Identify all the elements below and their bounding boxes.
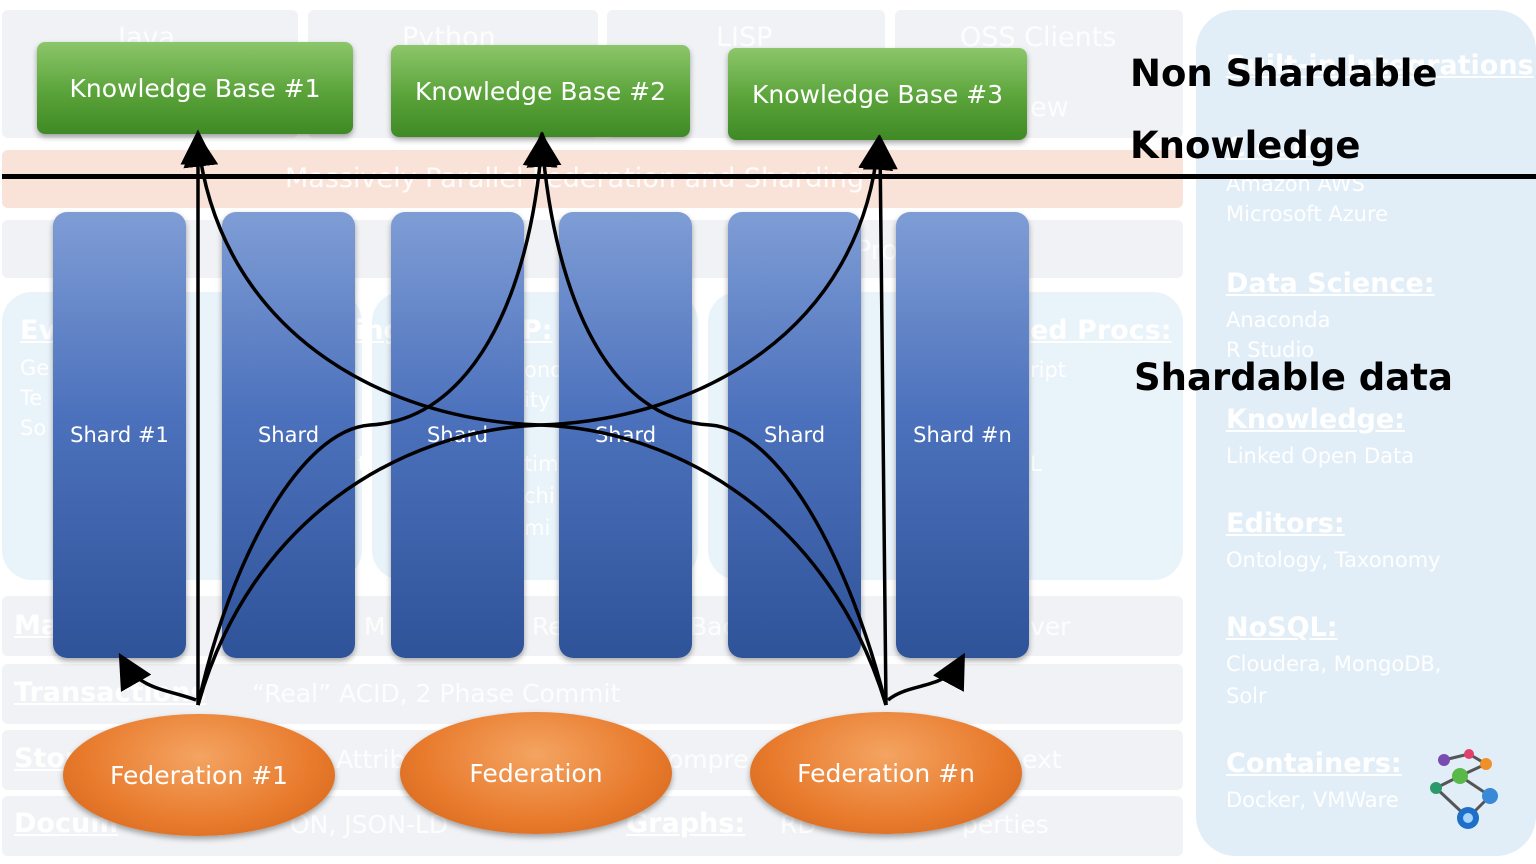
non-shardable-line2: Knowledge	[1130, 124, 1361, 167]
bg-line-10: L	[1030, 452, 1042, 476]
shard-n: Shard #n	[896, 212, 1029, 658]
kn-item-1: Linked Open Data	[1226, 444, 1415, 468]
bg-row3-text: Attrib	[336, 745, 406, 774]
bg-line-1: Ge	[20, 356, 50, 380]
ed-item-1: Ontology, Taxonomy	[1226, 548, 1441, 572]
cont-item-1: Docker, VMWare	[1226, 788, 1399, 812]
arrow-fed1-shard1	[118, 652, 197, 702]
divider-line	[2, 174, 1536, 179]
federation-2: Federation	[400, 712, 672, 834]
bg-line-5: ity	[524, 388, 551, 412]
bg-row3-text2: ompre	[668, 745, 749, 774]
bg-row1-head: Ma	[14, 610, 60, 641]
bg-line-4: ono	[524, 358, 564, 382]
bg-row1-text2: Re	[532, 612, 564, 641]
arrow-fedn-kb3	[862, 134, 898, 706]
shard-5: Shard	[728, 212, 861, 658]
bg-band2-text: Pro	[855, 235, 898, 266]
shardable-data-label: Shardable data	[1134, 356, 1453, 399]
bg-head-1: Ev	[20, 315, 57, 346]
bg-head-3: P:	[522, 315, 553, 346]
shard-1: Shard #1	[53, 212, 186, 658]
shard-3: Shard	[391, 212, 524, 658]
bg-line-6: tim	[524, 452, 559, 476]
ds-item-1: Anaconda	[1226, 308, 1331, 332]
bg-lisp: LISP	[716, 22, 773, 53]
bg-oss: OSS Clients	[960, 22, 1117, 53]
non-shardable-line1: Non Shardable	[1130, 52, 1438, 95]
bg-row3-text3: ext	[1022, 745, 1062, 774]
bg-row4-text: ON, JSON-LD	[290, 810, 449, 839]
ed-head: Editors:	[1226, 508, 1345, 539]
arrow-fedn-shardn	[886, 652, 965, 702]
federation-1: Federation #1	[63, 714, 335, 836]
nosql-head: NoSQL:	[1226, 612, 1338, 643]
ds-head: Data Science:	[1226, 268, 1435, 299]
bg-row4-text2: Graphs:	[626, 808, 746, 839]
bg-line-3: So	[20, 416, 47, 440]
arrow-fedn-kb1	[183, 131, 888, 706]
ds-item-2: R Studio	[1226, 338, 1315, 362]
bg-line-8: mi	[524, 516, 551, 540]
bg-ew: ew	[1030, 92, 1069, 123]
knowledge-base-3: Knowledge Base #3	[728, 48, 1027, 140]
nosql-item-2: Solr	[1226, 684, 1267, 708]
federation-n: Federation #n	[750, 712, 1022, 834]
shard-4: Shard	[559, 212, 692, 658]
bg-line-7: chi	[524, 484, 555, 508]
cloud-item-2: Microsoft Azure	[1226, 202, 1389, 226]
bg-head-4: ed Procs:	[1030, 315, 1172, 346]
cont-head: Containers:	[1226, 748, 1402, 779]
arrow-fedn-kb2	[526, 131, 888, 706]
integrations-title: Built-in Integrations	[1226, 50, 1534, 81]
molecule-logo-icon	[1430, 749, 1498, 829]
bg-row1-text4: ver	[1030, 612, 1071, 641]
knowledge-base-2: Knowledge Base #2	[391, 45, 690, 137]
cloud-head: Cloud:	[1226, 132, 1323, 163]
integrations-panel	[1196, 10, 1536, 856]
bg-line-9: ript	[1030, 358, 1067, 382]
shard-2: Shard	[222, 212, 355, 658]
bg-line-2: Te	[20, 386, 43, 410]
bg-row2-text: “Real” ACID, 2 Phase Commit	[252, 679, 621, 708]
arrow-fed1-kb2	[196, 131, 558, 706]
knowledge-base-1: Knowledge Base #1	[37, 42, 353, 134]
bg-line-11: ti	[358, 452, 373, 476]
bg-row1-text: M	[364, 612, 386, 641]
kn-head: Knowledge:	[1226, 404, 1405, 435]
non-shardable-label: Non Shardable Knowledge	[1130, 38, 1438, 182]
nosql-item-1: Cloudera, MongoDB,	[1226, 652, 1442, 676]
